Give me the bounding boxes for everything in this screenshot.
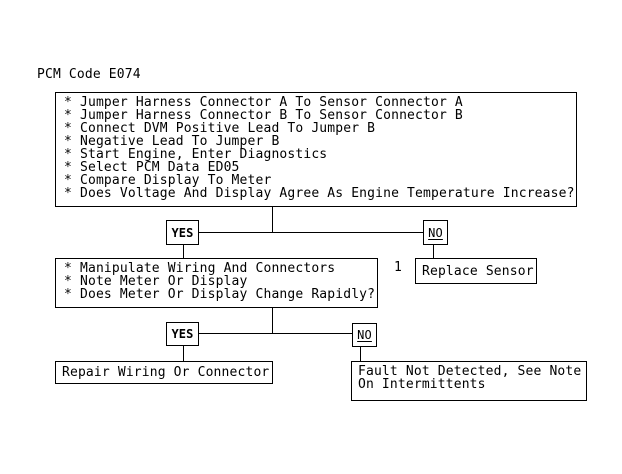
fault-line-2: On Intermittents [358, 377, 486, 392]
connector-line [272, 308, 273, 334]
connector-line [183, 245, 184, 258]
instruction-line: * Select PCM Data ED05 [64, 161, 574, 174]
replace-sensor-box: Replace Sensor [415, 258, 537, 284]
connector-line [183, 346, 184, 361]
bullet-star: * [64, 173, 72, 188]
connector-line [360, 347, 361, 361]
bullet-star: * [64, 121, 72, 136]
decision1-yes-label: YES [171, 225, 194, 240]
bullet-star: * [64, 95, 72, 110]
connector-line [198, 333, 353, 334]
ref-number: 1 [394, 260, 402, 275]
procedure-box-1: * Jumper Harness Connector A To Sensor Co… [55, 92, 577, 207]
instruction-line: * Manipulate Wiring And Connectors [64, 262, 375, 275]
replace-sensor-label: Replace Sensor [422, 263, 534, 279]
instruction-text: Start Engine, Enter Diagnostics [80, 147, 328, 162]
decision1-no-label: NO [428, 225, 443, 240]
instruction-line: * Does Voltage And Display Agree As Engin… [64, 187, 574, 200]
decision1-no-box: NO [423, 220, 448, 245]
instruction-line: * Does Meter Or Display Change Rapidly? [64, 288, 375, 301]
decision2-no-label: NO [357, 328, 372, 342]
instruction-line: * Start Engine, Enter Diagnostics [64, 148, 574, 161]
procedure-box-2: * Manipulate Wiring And Connectors * Note … [55, 258, 378, 308]
repair-wiring-box: Repair Wiring Or Connector [55, 361, 273, 384]
bullet-star: * [64, 287, 72, 302]
bullet-star: * [64, 147, 72, 162]
instruction-text: Manipulate Wiring And Connectors [80, 261, 336, 276]
instruction-text: Does Voltage And Display Agree As Engine… [80, 186, 575, 201]
connector-line [198, 232, 425, 233]
instruction-line: * Connect DVM Positive Lead To Jumper B [64, 122, 574, 135]
bullet-star: * [64, 261, 72, 276]
repair-wiring-label: Repair Wiring Or Connector [62, 365, 270, 380]
instruction-text: Jumper Harness Connector B To Sensor Con… [80, 108, 463, 123]
decision2-yes-box: YES [166, 322, 199, 346]
instruction-text: Does Meter Or Display Change Rapidly? [80, 287, 376, 302]
bullet-star: * [64, 186, 72, 201]
fault-line-1: Fault Not Detected, See Note [358, 364, 582, 379]
page-title: PCM Code E074 [37, 67, 141, 82]
instruction-text: Connect DVM Positive Lead To Jumper B [80, 121, 376, 136]
fault-not-detected-box: Fault Not Detected, See Note On Intermit… [351, 361, 587, 401]
instruction-line: * Note Meter Or Display [64, 275, 375, 288]
instruction-text: Note Meter Or Display [80, 274, 248, 289]
instruction-text: Select PCM Data ED05 [80, 160, 240, 175]
bullet-star: * [64, 160, 72, 175]
instruction-text: Jumper Harness Connector A To Sensor Con… [80, 95, 463, 110]
connector-line [272, 207, 273, 233]
instruction-line: * Negative Lead To Jumper B [64, 135, 574, 148]
bullet-star: * [64, 108, 72, 123]
instruction-text: Negative Lead To Jumper B [80, 134, 280, 149]
connector-line [433, 245, 434, 258]
decision2-yes-label: YES [171, 327, 194, 341]
bullet-star: * [64, 134, 72, 149]
instruction-line: * Jumper Harness Connector B To Sensor Co… [64, 109, 574, 122]
decision2-no-box: NO [352, 323, 377, 347]
instruction-text: Compare Display To Meter [80, 173, 272, 188]
bullet-star: * [64, 274, 72, 289]
instruction-line: * Jumper Harness Connector A To Sensor Co… [64, 96, 574, 109]
decision1-yes-box: YES [166, 220, 199, 245]
instruction-line: * Compare Display To Meter [64, 174, 574, 187]
